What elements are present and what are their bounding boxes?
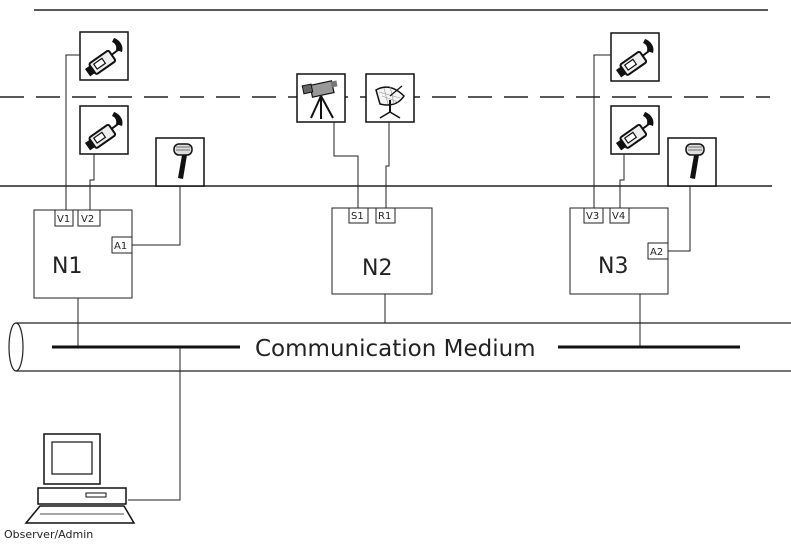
- satellite-dish-icon[interactable]: [366, 74, 414, 122]
- port-v4-label: V4: [612, 211, 625, 222]
- port-r1-label: R1: [378, 211, 391, 222]
- node-n2[interactable]: S1 R1 N2: [332, 208, 432, 294]
- observer-wire: [128, 347, 180, 500]
- medium-label: Communication Medium: [255, 336, 536, 362]
- microphone-icon[interactable]: [668, 138, 716, 186]
- port-s1-label: S1: [351, 211, 364, 222]
- security-camera-icon[interactable]: [80, 106, 128, 154]
- node-n3-label: N3: [598, 254, 628, 279]
- port-v2-label: V2: [81, 214, 94, 225]
- node-n3[interactable]: V3 V4 A2 N3: [570, 208, 668, 294]
- observer-label: Observer/Admin: [4, 528, 93, 541]
- security-camera-icon[interactable]: [80, 32, 128, 80]
- node-n2-label: N2: [362, 256, 392, 281]
- tripod-camcorder-icon[interactable]: [297, 74, 345, 122]
- port-a1-label: A1: [114, 241, 127, 252]
- node-n1[interactable]: V1 V2 A1 N1: [34, 210, 132, 298]
- node-n1-label: N1: [52, 254, 82, 279]
- security-camera-icon[interactable]: [611, 106, 659, 154]
- microphone-icon[interactable]: [156, 138, 204, 186]
- port-v1-label: V1: [57, 214, 70, 225]
- communication-medium[interactable]: Communication Medium: [9, 323, 791, 371]
- port-v3-label: V3: [586, 211, 599, 222]
- desktop-computer-icon[interactable]: [26, 434, 134, 523]
- security-camera-icon[interactable]: [611, 33, 659, 81]
- port-a2-label: A2: [650, 247, 663, 258]
